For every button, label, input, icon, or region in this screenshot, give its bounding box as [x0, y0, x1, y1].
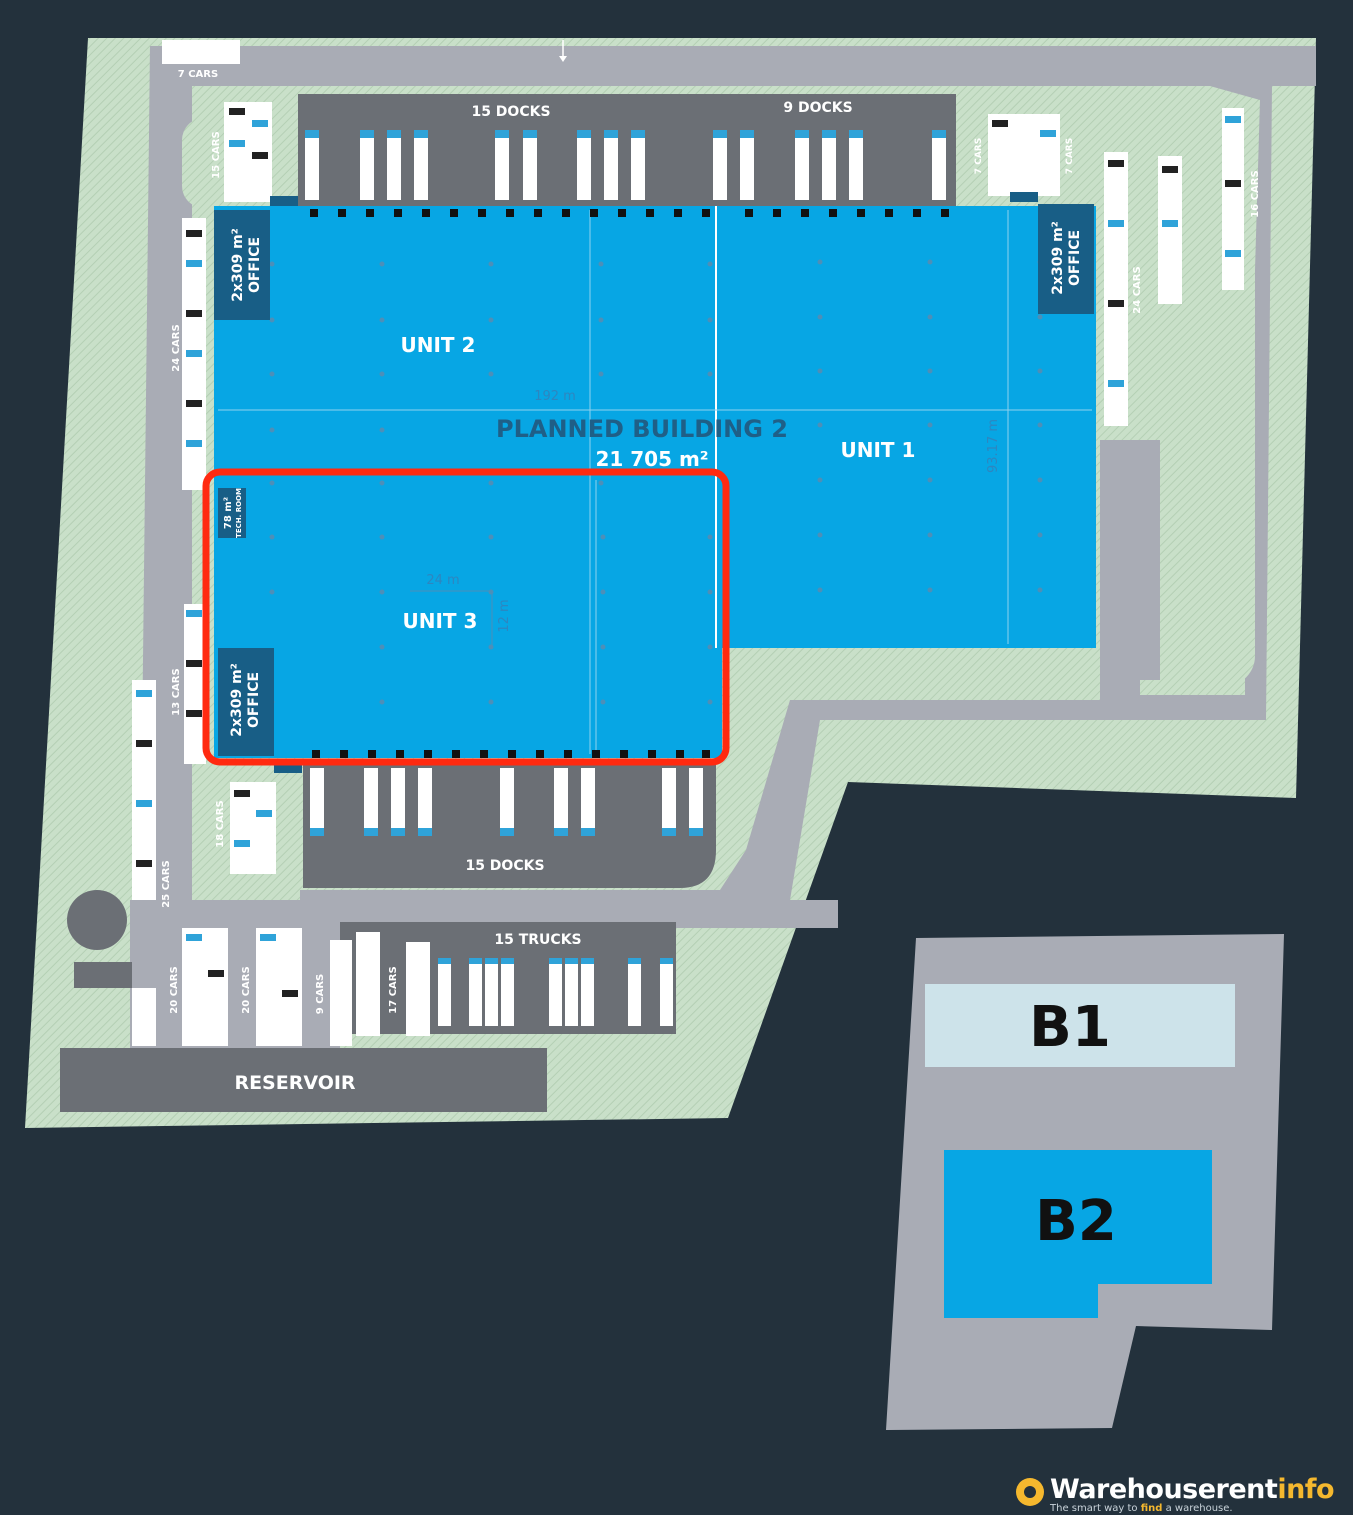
- tagline-highlight: find: [1140, 1503, 1163, 1514]
- parking-label-west: 24 CARS: [171, 324, 182, 371]
- office-block-west: [214, 210, 270, 320]
- column-grid: [269, 259, 1043, 705]
- tech-room-label: TECH. ROOM: [235, 488, 243, 538]
- building-title: PLANNED BUILDING 2: [496, 415, 788, 443]
- parking-label-top: 7 CARS: [178, 69, 218, 80]
- location-pin-icon: [1016, 1478, 1044, 1506]
- parking-label-bottom-3: 9 CARS: [315, 974, 326, 1014]
- parking-label-east: 24 CARS: [1132, 266, 1143, 313]
- south-truck-stalls: [310, 768, 703, 836]
- depth-dimension: 93.17 m: [986, 419, 1001, 473]
- office-block-southwest: [218, 648, 274, 756]
- parking-label-ne-1: 7 CARS: [974, 138, 984, 174]
- office-block-east: [1038, 204, 1094, 314]
- north-truck-stalls: [305, 130, 946, 200]
- office-west-label: OFFICE: [247, 237, 263, 293]
- brand-tagline: The smart way to find a warehouse.: [1050, 1503, 1233, 1514]
- south-docks-label: 15 DOCKS: [465, 858, 544, 874]
- water-tank: [67, 890, 127, 950]
- parked-cars: [136, 108, 1241, 997]
- parking-label-far-east: 16 CARS: [1250, 170, 1261, 217]
- reservoir-label: RESERVOIR: [234, 1072, 355, 1094]
- reservoir-block: [60, 1048, 547, 1112]
- entrance-arrow-head-icon: [559, 56, 567, 62]
- parking-label-ne-2: 7 CARS: [1065, 138, 1075, 174]
- office-southwest-label: OFFICE: [246, 672, 262, 728]
- brand-logo[interactable]: Warehouserentinfo The smart way to find …: [1016, 1474, 1348, 1514]
- office-east-area: 2x309 m²: [1050, 221, 1066, 295]
- locator-b1-block: [925, 984, 1235, 1067]
- unit-1-label: UNIT 1: [841, 438, 916, 462]
- tagline-pre: The smart way to: [1050, 1503, 1141, 1514]
- north-loading-ramp: [270, 196, 298, 206]
- locator-b2-label: B2: [1035, 1189, 1117, 1254]
- width-dimension: 192 m: [534, 389, 576, 404]
- parking-label-bottom-4: 17 CARS: [388, 966, 399, 1013]
- grid-y-dimension: 12 m: [497, 599, 512, 632]
- office-southwest-area: 2x309 m²: [229, 663, 245, 737]
- trucks-parking-label: 15 TRUCKS: [494, 932, 581, 948]
- office-west-area: 2x309 m²: [230, 228, 246, 302]
- office-east-label: OFFICE: [1067, 230, 1083, 286]
- locator-b2-block: [944, 1150, 1212, 1318]
- east-loading-ramp: [1010, 192, 1038, 202]
- parking-label-nw: 15 CARS: [211, 131, 222, 178]
- parking-label-far-west: 25 CARS: [161, 860, 172, 907]
- unit-3-highlight-outline: [202, 468, 730, 766]
- north-left-docks-label: 15 DOCKS: [471, 104, 550, 120]
- parking-label-sw-dock: 18 CARS: [215, 800, 226, 847]
- truck-parking-stalls: [438, 958, 673, 1026]
- grid-x-dimension: 24 m: [426, 573, 459, 588]
- parking-label-bottom-1: 20 CARS: [169, 966, 180, 1013]
- building-area: 21 705 m²: [595, 447, 708, 471]
- dock-doors: [310, 209, 949, 758]
- brand-name-main: Warehouserent: [1050, 1474, 1278, 1505]
- planned-building-2: [214, 206, 1096, 758]
- unit-3-label: UNIT 3: [403, 609, 478, 633]
- road-network: [130, 46, 1316, 1050]
- brand-name: Warehouserentinfo: [1050, 1474, 1335, 1505]
- parking-label-west-mid: 13 CARS: [171, 668, 182, 715]
- pump-house: [74, 962, 132, 988]
- brand-name-accent: info: [1277, 1474, 1335, 1505]
- tech-room-area: 78 m²: [223, 497, 234, 529]
- unit-2-label: UNIT 2: [401, 333, 476, 357]
- north-dock-apron: [298, 94, 956, 206]
- parking-label-bottom-2: 20 CARS: [241, 966, 252, 1013]
- tech-room-block: [218, 488, 246, 538]
- tagline-post: a warehouse.: [1162, 1503, 1233, 1514]
- north-right-docks-label: 9 DOCKS: [783, 100, 852, 116]
- south-loading-ramp: [274, 765, 302, 773]
- locator-b1-label: B1: [1029, 995, 1111, 1060]
